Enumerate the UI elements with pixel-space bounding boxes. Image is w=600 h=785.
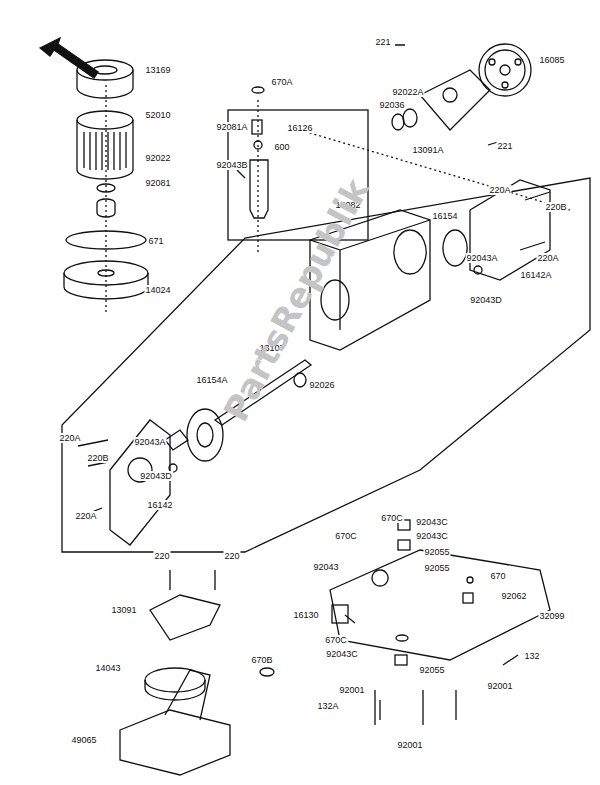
callout-number: 92055	[423, 547, 450, 557]
callout-number: 92022	[144, 153, 171, 163]
callout-number: 16085	[538, 55, 565, 65]
callout-number: 92043C	[325, 649, 359, 659]
callout-number: 13169	[144, 65, 171, 75]
callout-number: 92026	[308, 380, 335, 390]
callout-number: 92043D	[139, 471, 173, 481]
callout-number: 221	[374, 37, 391, 47]
callout-number: 221	[496, 141, 513, 151]
callout-number: 16142	[146, 500, 173, 510]
callout-number: 49065	[70, 735, 97, 745]
callout-number: 220A	[488, 185, 511, 195]
callout-number: 16154A	[195, 375, 228, 385]
callout-number: 92036	[378, 100, 405, 110]
callout-number: 92043D	[469, 295, 503, 305]
callout-number: 92062	[500, 591, 527, 601]
callout-number: 670C	[324, 635, 348, 645]
callout-number: 92001	[396, 740, 423, 750]
callout-number: 16154	[431, 211, 458, 221]
callout-number: 52010	[144, 110, 171, 120]
callout-number: 92043A	[133, 437, 166, 447]
callout-number: 13091	[110, 605, 137, 615]
callout-number: 14024	[144, 285, 171, 295]
callout-number: 670C	[380, 513, 404, 523]
watermark: PartsRepublik	[215, 172, 376, 428]
callout-number: 92081A	[215, 122, 248, 132]
callout-number: 670C	[334, 531, 358, 541]
callout-number: 32099	[538, 611, 565, 621]
callout-number: 92043C	[415, 517, 449, 527]
callout-number: 670	[489, 571, 506, 581]
callout-number: 132	[523, 651, 540, 661]
callout-number: 132A	[316, 701, 339, 711]
callout-number: 220B	[86, 453, 109, 463]
callout-number: 670B	[250, 655, 273, 665]
callout-number: 14043	[94, 663, 121, 673]
callout-number: 16130	[292, 610, 319, 620]
callout-number: 16142A	[519, 270, 552, 280]
callout-number: 220A	[74, 511, 97, 521]
callout-number: 92043B	[215, 160, 248, 170]
callout-number: 92055	[423, 563, 450, 573]
callout-number: 92081	[144, 178, 171, 188]
callout-number: 220A	[536, 253, 559, 263]
callout-number: 220A	[58, 433, 81, 443]
callout-number: 13091A	[411, 145, 444, 155]
callout-number: 220	[223, 551, 240, 561]
callout-number: 220	[153, 551, 170, 561]
callout-number: 92022A	[391, 87, 424, 97]
callout-number: 671	[147, 236, 164, 246]
callout-number: 92043C	[415, 531, 449, 541]
callout-number: 16126	[286, 123, 313, 133]
callout-number: 92055	[418, 665, 445, 675]
callout-number: 92001	[338, 685, 365, 695]
callout-number: 92043	[312, 562, 339, 572]
callout-number: 670A	[270, 77, 293, 87]
callout-number: 220B	[544, 202, 567, 212]
callout-number: 92001	[486, 681, 513, 691]
callout-number: 92043A	[465, 253, 498, 263]
callout-number: 600	[273, 142, 290, 152]
